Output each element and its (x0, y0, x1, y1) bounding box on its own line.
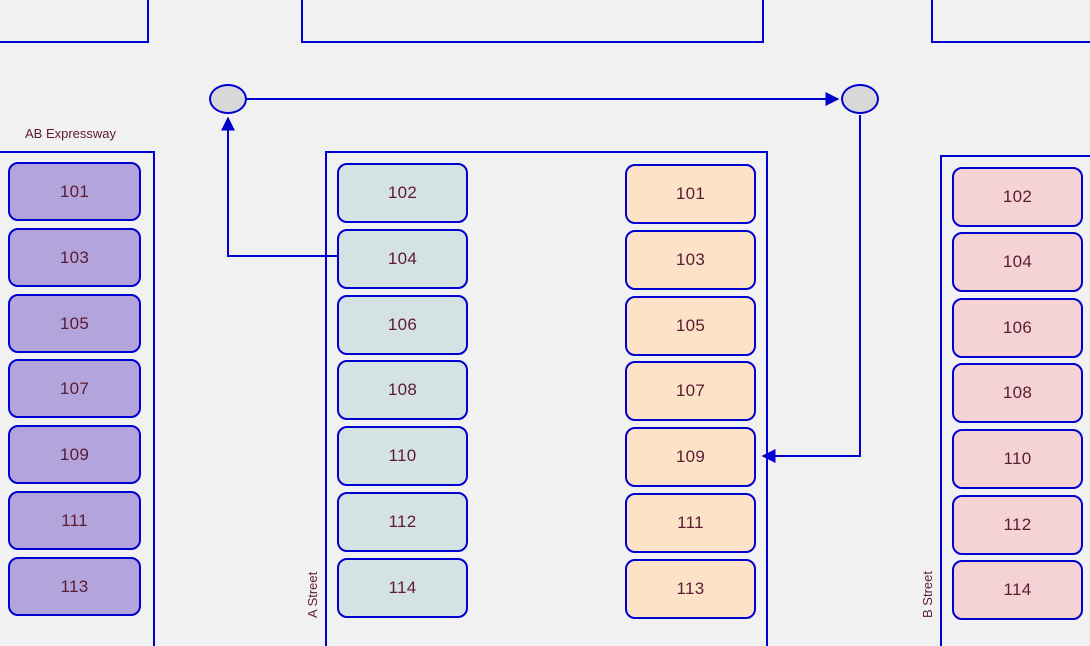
b-street-parcel-110[interactable]: 110 (952, 429, 1083, 489)
b-street-parcel-104[interactable]: 104 (952, 232, 1083, 292)
a-street-east-parcel-103[interactable]: 103 (625, 230, 756, 290)
junction-node-left[interactable] (209, 84, 247, 114)
ab-expressway-parcel-113[interactable]: 113 (8, 557, 141, 616)
a-street-west-parcel-104[interactable]: 104 (337, 229, 468, 289)
b-street-parcel-108[interactable]: 108 (952, 363, 1083, 423)
a-street-west-parcel-112[interactable]: 112 (337, 492, 468, 552)
ab-expressway-label: AB Expressway (25, 126, 117, 141)
a-street-east-parcel-101[interactable]: 101 (625, 164, 756, 224)
connector-104-to-left-node (221, 116, 337, 257)
a-street-west-parcel-108[interactable]: 108 (337, 360, 468, 420)
b-street-label: B Street (920, 571, 935, 618)
b-street-parcel-114[interactable]: 114 (952, 560, 1083, 620)
connector-right-node-to-109 (761, 115, 861, 463)
junction-node-right[interactable] (841, 84, 879, 114)
ab-expressway-parcel-107[interactable]: 107 (8, 359, 141, 418)
ab-expressway-frame (0, 151, 155, 646)
ab-expressway-parcel-101[interactable]: 101 (8, 162, 141, 221)
top-frame-right (931, 0, 1090, 43)
b-street-frame (940, 155, 1090, 646)
top-frame-center (301, 0, 764, 43)
ab-expressway-parcel-111[interactable]: 111 (8, 491, 141, 550)
a-street-east-parcel-113[interactable]: 113 (625, 559, 756, 619)
b-street-parcel-102[interactable]: 102 (952, 167, 1083, 227)
a-street-east-parcel-109[interactable]: 109 (625, 427, 756, 487)
b-street-parcel-106[interactable]: 106 (952, 298, 1083, 358)
a-street-west-parcel-106[interactable]: 106 (337, 295, 468, 355)
a-street-west-parcel-110[interactable]: 110 (337, 426, 468, 486)
a-street-east-parcel-111[interactable]: 111 (625, 493, 756, 553)
b-street-parcel-112[interactable]: 112 (952, 495, 1083, 555)
a-street-west-parcel-102[interactable]: 102 (337, 163, 468, 223)
a-street-label: A Street (305, 571, 320, 618)
ab-expressway-parcel-105[interactable]: 105 (8, 294, 141, 353)
a-street-east-parcel-105[interactable]: 105 (625, 296, 756, 356)
top-frame-left (0, 0, 149, 43)
ab-expressway-parcel-103[interactable]: 103 (8, 228, 141, 287)
ab-expressway-parcel-109[interactable]: 109 (8, 425, 141, 484)
a-street-east-parcel-107[interactable]: 107 (625, 361, 756, 421)
a-street-west-parcel-114[interactable]: 114 (337, 558, 468, 618)
